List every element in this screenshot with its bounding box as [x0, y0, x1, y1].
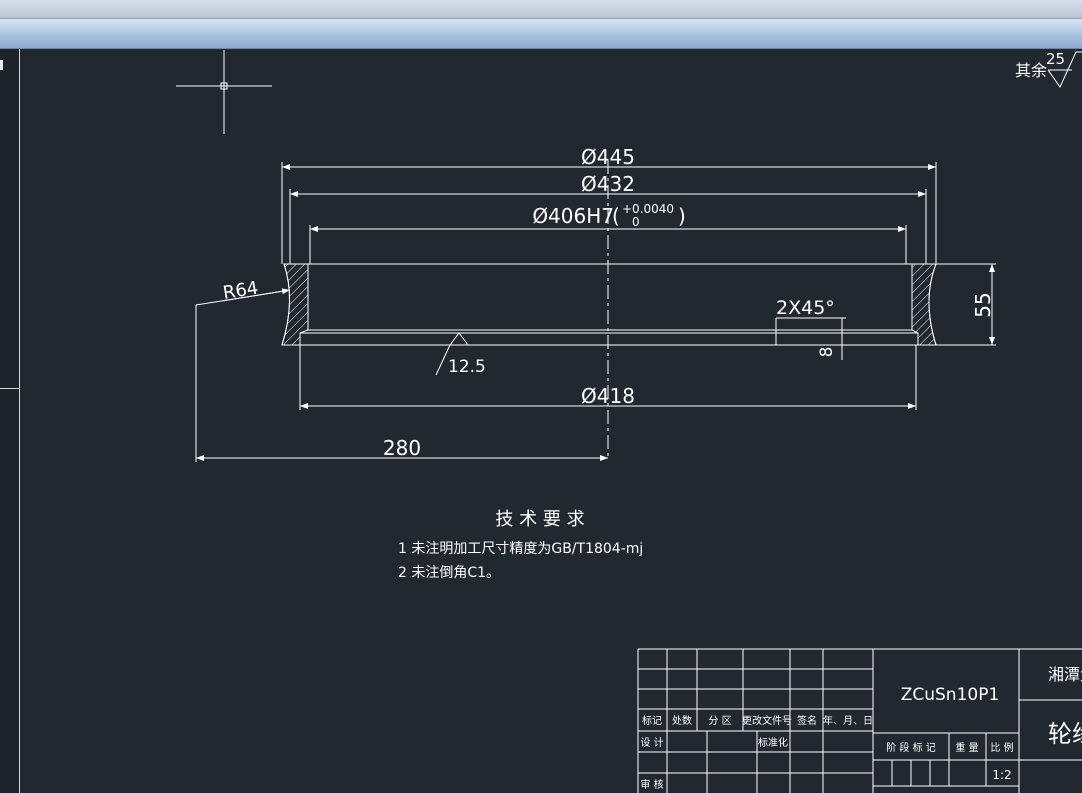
dim-d406-open: (: [612, 204, 620, 228]
dim-chamfer: 2X45°: [776, 297, 835, 319]
dim-d445: Ø445: [581, 145, 635, 169]
crosshair-cursor: [176, 50, 272, 134]
dim-280: 280: [383, 436, 421, 460]
left-panel-handle[interactable]: [0, 60, 3, 70]
section-hatch-left: [281, 263, 309, 346]
dim-d406: Ø406H7: [532, 204, 614, 228]
dim-roughness-12-5: 12.5: [448, 357, 486, 377]
dim-r64: R64: [221, 278, 259, 304]
dim-d406-tol-lower: 0: [632, 215, 640, 229]
dim-chamfer-8: 8: [817, 347, 837, 358]
left-panel[interactable]: [0, 49, 20, 793]
title-block: [637, 648, 1082, 793]
tech-title: 技 术 要 求: [495, 509, 584, 530]
tb-scale: 1:2: [992, 768, 1011, 782]
tb-scale-label: 比 例: [990, 741, 1013, 754]
dim-d406-close: ): [678, 204, 686, 228]
tb-head-count: 处数: [672, 714, 692, 727]
tech-item-1: 1 未注明加工尺寸精度为GB/T1804-mj: [398, 541, 643, 557]
dim-d418: Ø418: [581, 384, 635, 408]
ribbon-toolbar[interactable]: [0, 19, 1082, 49]
left-panel-divider: [0, 388, 19, 389]
roughness-other-value: 25: [1046, 50, 1065, 68]
extension-lines: [195, 162, 937, 462]
tb-design: 设 计: [640, 736, 663, 749]
dim-d432: Ø432: [581, 172, 635, 196]
roughness-symbol: [435, 332, 484, 376]
tb-head-sign: 签名: [797, 714, 817, 727]
tb-head-zone: 分 区: [708, 715, 731, 727]
roughness-other-symbol: 其余 25: [1015, 50, 1082, 88]
tech-item-2: 2 未注倒角C1。: [398, 565, 500, 581]
tb-head-mark: 标记: [642, 715, 662, 727]
tb-material: ZCuSn10P1: [901, 685, 1000, 705]
tb-head-doc: 更改文件号: [742, 714, 792, 727]
tb-review: 审 核: [640, 778, 663, 791]
part-outline: [281, 263, 996, 346]
dim-55: 55: [971, 292, 995, 317]
tb-stage-mark: 阶 段 标 记: [886, 741, 936, 754]
tb-school: 湘潭大学: [1048, 665, 1082, 684]
dimension-lines: [195, 164, 995, 461]
title-bar: [0, 0, 1082, 19]
section-hatch-right: [911, 263, 937, 346]
dim-d406-tol-upper: +0.0040: [622, 202, 674, 216]
tb-part-name: 轮缘: [1048, 720, 1082, 748]
tb-standard: 标准化: [758, 736, 788, 749]
tb-weight: 重 量: [955, 741, 978, 754]
tb-head-date: 年、月、日: [823, 714, 873, 727]
roughness-other-label: 其余: [1015, 61, 1047, 80]
